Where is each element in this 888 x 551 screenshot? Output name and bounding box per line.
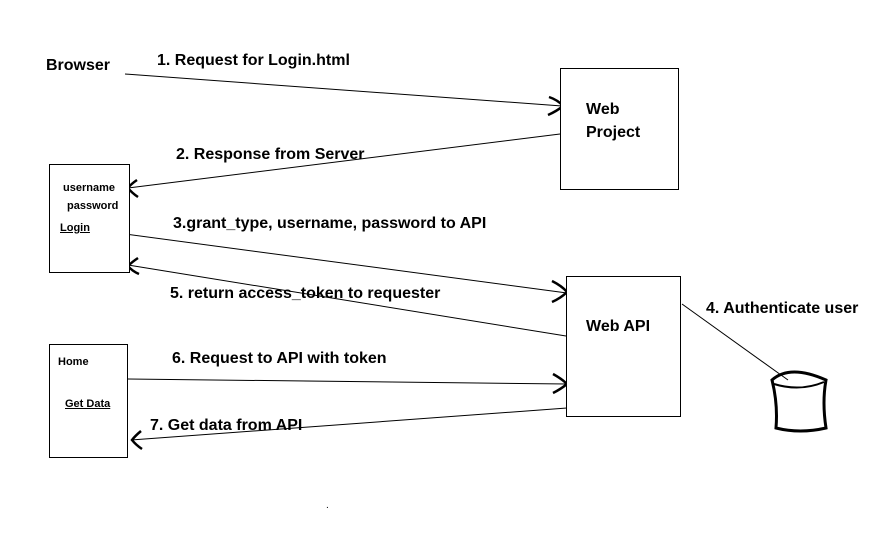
arrow-step-1 — [124, 73, 563, 107]
web-project-label-line2: Project — [586, 124, 641, 141]
arrow-step-6 — [127, 378, 568, 385]
home-label: Home — [58, 356, 89, 368]
database-icon — [770, 370, 828, 433]
step-4-label: 4. Authenticate user — [706, 300, 859, 317]
arrow-step-3 — [94, 229, 568, 294]
step-6-label: 6. Request to API with token — [172, 350, 387, 367]
get-data-link[interactable]: Get Data — [65, 398, 111, 410]
home-page-box: Home Get Data — [49, 344, 128, 458]
database-rim — [773, 381, 825, 389]
step-5-label: 5. return access_token to requester — [170, 285, 441, 302]
web-project-label-line1: Web — [586, 101, 620, 118]
stray-dot: . — [326, 500, 329, 511]
arrowhead-step-7 — [130, 430, 143, 451]
connector-authenticate — [681, 303, 789, 381]
step-2-label: 2. Response from Server — [176, 146, 365, 163]
web-project-box: Web Project — [560, 68, 679, 190]
step-1-label: 1. Request for Login.html — [157, 52, 350, 69]
step-3-label: 3.grant_type, username, password to API — [173, 215, 487, 232]
login-page-box: username password Login — [49, 164, 130, 273]
password-label: password — [67, 200, 119, 212]
browser-label: Browser — [46, 57, 111, 74]
web-api-box: Web API — [566, 276, 681, 417]
login-link[interactable]: Login — [60, 222, 90, 234]
step-7-label: 7. Get data from API — [150, 417, 303, 434]
arrow-step-2 — [127, 133, 561, 189]
arrow-step-7 — [130, 407, 568, 441]
arrow-step-5 — [127, 264, 567, 337]
username-label: username — [63, 182, 115, 194]
web-api-label: Web API — [586, 318, 651, 335]
